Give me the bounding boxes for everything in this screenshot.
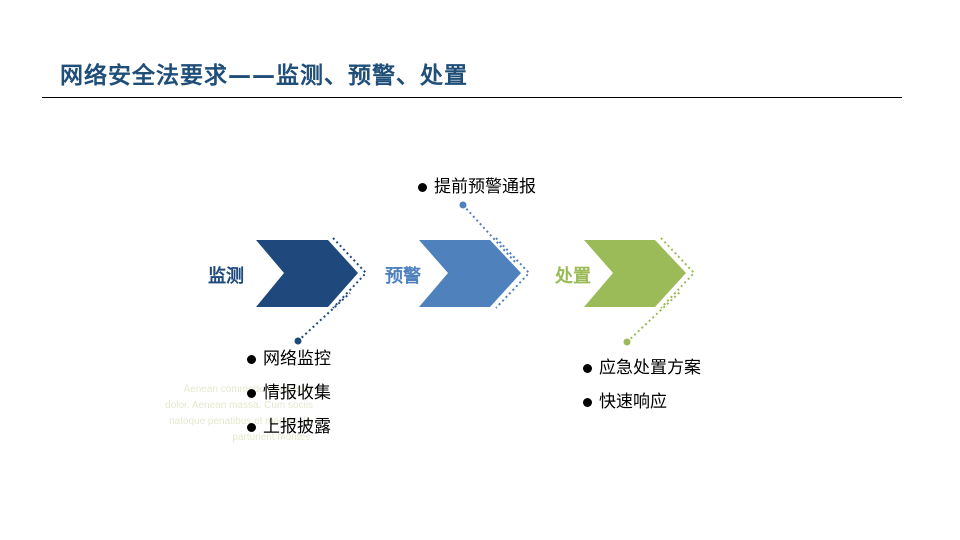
list-item: 上报披露 xyxy=(247,410,331,444)
list-item: 网络监控 xyxy=(247,342,331,376)
monitor-connector-line xyxy=(297,292,351,342)
title-divider xyxy=(42,97,902,98)
list-item: 快速响应 xyxy=(583,385,701,419)
warning-connector-dot xyxy=(459,201,467,209)
list-item: 应急处置方案 xyxy=(583,351,701,385)
response-bullet-list: 应急处置方案 快速响应 xyxy=(583,351,701,419)
list-item: 情报收集 xyxy=(247,376,331,410)
warning-connector-line xyxy=(462,204,517,264)
response-connector-line xyxy=(626,291,681,343)
stage-label-monitor: 监测 xyxy=(208,266,244,287)
warning-bullet-list: 提前预警通报 xyxy=(418,170,536,204)
monitor-chevron-dotted-outline xyxy=(332,237,368,309)
monitor-chevron xyxy=(256,240,358,307)
warning-chevron-dotted-outline xyxy=(495,237,531,309)
monitor-connector-dot xyxy=(294,337,302,345)
list-item: 提前预警通报 xyxy=(418,170,536,204)
stage-label-response: 处置 xyxy=(555,266,591,287)
monitor-bullet-list: 网络监控 情报收集 上报披露 xyxy=(247,342,331,444)
response-connector-dot xyxy=(623,338,631,346)
warning-chevron xyxy=(419,240,521,307)
slide-title: 网络安全法要求——监测、预警、处置 xyxy=(60,63,468,89)
stage-label-warning: 预警 xyxy=(385,266,421,287)
response-chevron xyxy=(584,240,686,307)
response-chevron-dotted-outline xyxy=(660,237,696,309)
